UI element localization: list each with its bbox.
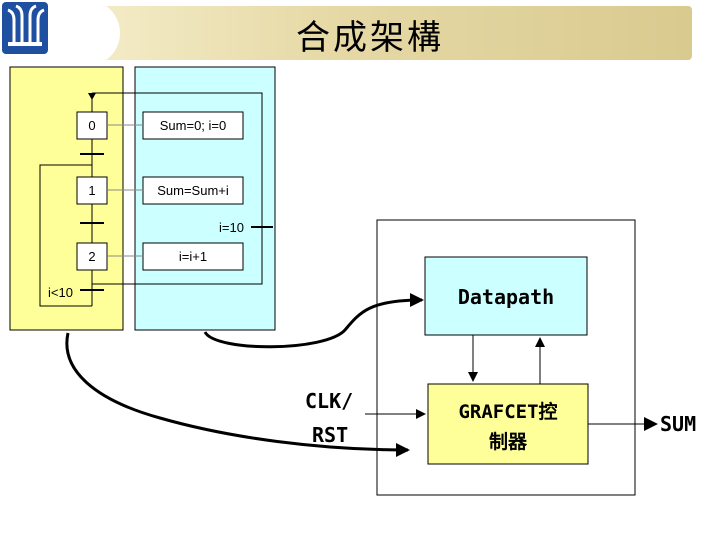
input-label-line1: CLK/ [305,389,353,413]
header-banner-curve [60,0,120,66]
action-box-2 [142,242,244,271]
action-label-1: Sum=Sum+i [157,183,229,198]
output-label: SUM [660,412,696,436]
step-box-1 [76,176,108,205]
logo-icon [2,2,48,54]
controller-label-line2: 制器 [489,430,528,453]
grafcet-flow-lines [39,92,263,307]
action-label-0: Sum=0; i=0 [160,118,227,133]
step-label-0: 0 [88,118,95,133]
step-label-2: 2 [88,249,95,264]
actions-to-datapath-arrow [203,293,424,349]
step-box-0 [76,111,108,140]
transition-loop-label: i<10 [48,285,73,300]
controller-box [427,383,589,465]
action-box-0 [142,111,244,140]
action-connectors [107,124,143,257]
step-label-1: 1 [88,183,95,198]
datapath-box [424,256,588,336]
transition-bars [80,153,273,291]
action-label-2: i=i+1 [179,249,207,264]
flow-arrow-top [88,93,96,100]
header-banner [92,6,692,60]
page-title: 合成架構 [296,18,444,58]
steps-to-controller-arrow [65,332,410,457]
action-box-1 [142,176,244,205]
datapath-label: Datapath [458,285,554,309]
transition-exit-label: i=10 [219,220,244,235]
input-label-line2: RST [312,423,348,447]
controller-label-line1: GRAFCET控 [458,400,557,423]
